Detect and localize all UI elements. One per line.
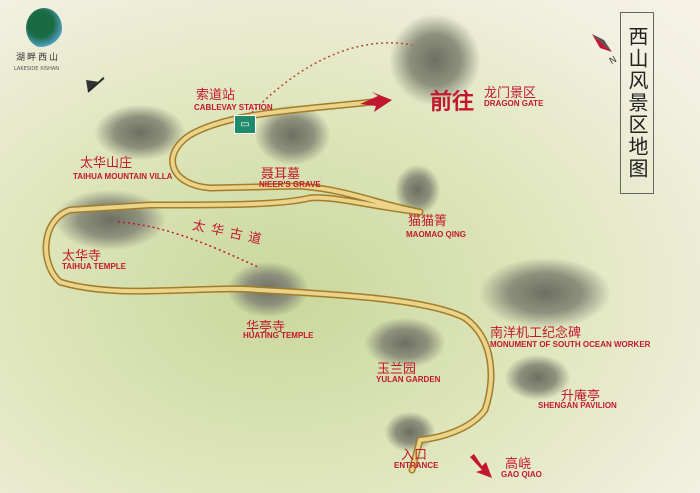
logo xyxy=(26,8,62,48)
cable-car-icon: ▭ xyxy=(234,115,256,134)
gao-qiao-arrow xyxy=(470,454,492,478)
yulan-garden-label-cn[interactable]: 玉兰园 xyxy=(377,362,417,377)
logo-text-en: LAKESIDE XISHAN xyxy=(14,66,59,72)
cableway-label-en[interactable]: CABLEVAY STATION xyxy=(194,103,273,112)
dragon-gate-arrow xyxy=(360,92,392,112)
maomao-qing-label-en[interactable]: MAOMAO QING xyxy=(406,230,466,239)
taihua-temple-label-cn[interactable]: 太华寺 xyxy=(62,249,102,264)
shengan-pavilion-label-en[interactable]: SHENGAN PAVILION xyxy=(538,401,617,410)
gao-qiao-label-en[interactable]: GAO QIAO xyxy=(501,470,542,479)
huating-temple-label-cn[interactable]: 华亭寺 xyxy=(246,320,286,335)
cable-route xyxy=(244,42,413,121)
gao-qiao-label-cn[interactable]: 高峣 xyxy=(505,457,532,472)
north-arrow-icon xyxy=(86,76,105,93)
taihua-temple-label-en[interactable]: TAIHUA TEMPLE xyxy=(62,262,126,271)
entrance-label-en[interactable]: ENTRANCE xyxy=(394,461,439,470)
entrance-label-cn[interactable]: 入口 xyxy=(401,448,428,463)
monument-label-cn[interactable]: 南洋机工纪念碑 xyxy=(490,326,582,341)
huating-temple-label-en[interactable]: HUATING TEMPLE xyxy=(243,331,314,340)
map-title: 西山风景区地图 xyxy=(620,12,654,194)
maomao-qing-label-cn[interactable]: 猫猫箐 xyxy=(408,214,448,229)
dragon-gate-cliff-illustration xyxy=(390,15,480,105)
shengan-pavilion-illustration xyxy=(505,355,570,400)
road xyxy=(42,98,495,474)
yulan-garden-illustration xyxy=(365,318,445,368)
monument-illustration xyxy=(480,258,610,328)
monument-label-en[interactable]: MONUMENT OF SOUTH OCEAN WORKER xyxy=(490,340,651,349)
taihua-villa-label-en[interactable]: TAIHUA MOUNTAIN VILLA xyxy=(73,172,173,181)
dragon-gate-label-en: DRAGON GATE xyxy=(484,99,544,108)
dragon-gate-label-cn: 龙门景区 xyxy=(484,86,537,101)
ancient-trail xyxy=(117,221,261,269)
entrance-gate-illustration xyxy=(385,412,435,452)
logo-text-cn: 湖畔西山 xyxy=(16,53,61,63)
nieer-grave-label-cn[interactable]: 聂耳墓 xyxy=(261,167,301,182)
yulan-garden-label-en[interactable]: YULAN GARDEN xyxy=(376,375,441,384)
taihua-villa-illustration xyxy=(95,105,185,160)
shengan-pavilion-label-cn[interactable]: 升庵亭 xyxy=(561,389,601,404)
destination-prefix: 前往 xyxy=(430,89,475,115)
taihua-temple-illustration xyxy=(55,190,165,250)
compass-icon xyxy=(592,34,612,52)
cableway-label-cn[interactable]: 索道站 xyxy=(196,88,236,103)
nieer-grave-label-en[interactable]: NIEER'S GRAVE xyxy=(259,180,321,189)
taihua-villa-label-cn[interactable]: 太华山庄 xyxy=(80,156,133,171)
